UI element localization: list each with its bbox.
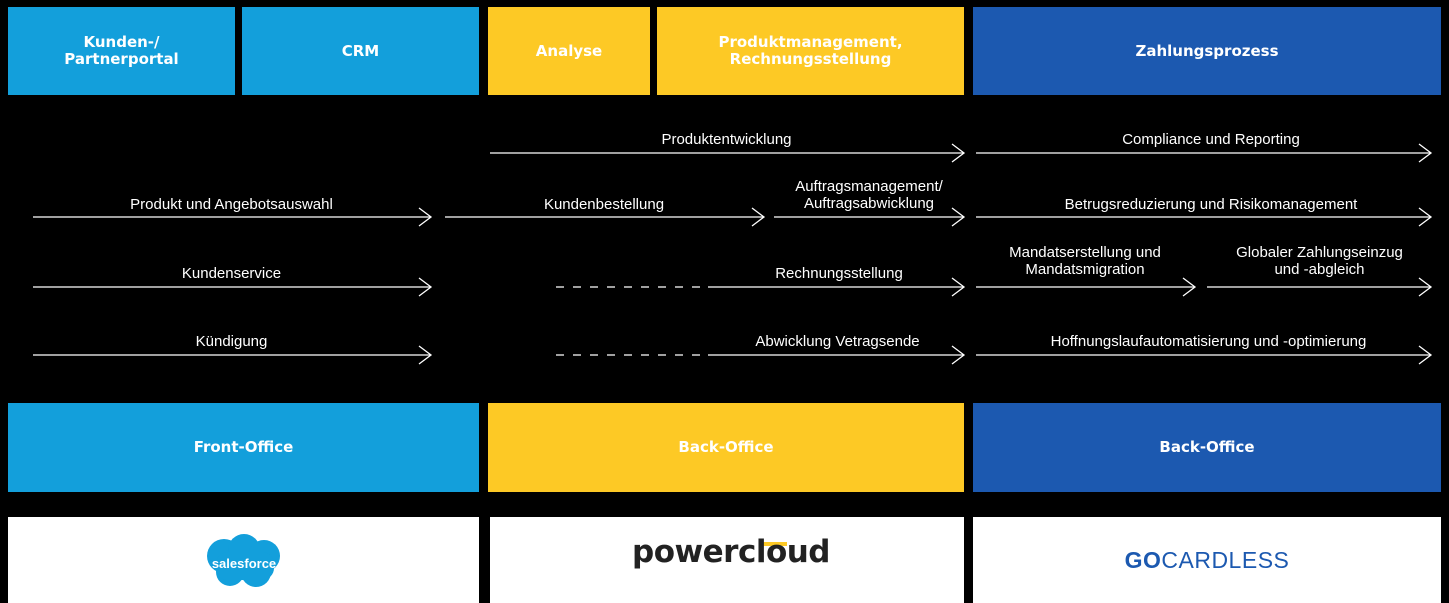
label-zahlungseinzug: Globaler Zahlungseinzug und -abgleich — [1236, 244, 1403, 278]
powercloud-logo-text: powercloud — [632, 534, 831, 570]
box-label: Zahlungsprozess — [1135, 41, 1279, 60]
box-analyse: Analyse — [488, 7, 650, 95]
box-label: CRM — [341, 41, 380, 60]
box-crm: CRM — [242, 7, 479, 95]
label-hoffnungslauf: Hoffnungslaufautomatisierung und -optimi… — [1050, 333, 1367, 350]
box-label: Kunden-/ Partnerportal — [64, 33, 179, 68]
logo-box-salesforce: salesforce — [8, 517, 479, 603]
label-produktentwicklung: Produktentwicklung — [661, 131, 792, 148]
arrow-kuendigung — [33, 345, 433, 365]
box-kunden-partnerportal: Kunden-/ Partnerportal — [8, 7, 235, 95]
gocardless-logo-go: GO — [1124, 546, 1162, 573]
box-label: Analyse — [535, 41, 603, 60]
salesforce-logo: salesforce — [206, 534, 280, 587]
label-vertragsende: Abwicklung Vetragsende — [755, 333, 920, 350]
arrow-rechnungsstellung — [556, 277, 966, 297]
arrow-betrug — [976, 207, 1433, 227]
box-label: Front-Office — [193, 438, 294, 456]
label-rechnungsstellung: Rechnungsstellung — [775, 265, 903, 282]
logo-box-gocardless: GOCARDLESS — [973, 517, 1441, 603]
powercloud-accent-bar — [761, 542, 787, 546]
label-mandat: Mandatserstellung und Mandatsmigration — [1009, 244, 1161, 278]
label-kuendigung: Kündigung — [195, 333, 268, 350]
label-produktauswahl: Produkt und Angebotsauswahl — [130, 196, 333, 213]
label-auftragsmanagement: Auftragsmanagement/ Auftragsabwicklung — [795, 178, 943, 212]
box-front-office: Front-Office — [8, 403, 479, 492]
label-kundenbestellung: Kundenbestellung — [543, 196, 665, 213]
salesforce-logo-text: salesforce — [211, 556, 275, 571]
gocardless-logo: GOCARDLESS — [1125, 548, 1290, 571]
arrow-kundenservice — [33, 277, 433, 297]
arrow-mandat — [976, 277, 1197, 297]
arrow-auftragsmanagement — [774, 207, 966, 227]
box-label: Produktmanagement, Rechnungsstellung — [718, 33, 903, 68]
box-back-office-blue: Back-Office — [973, 403, 1441, 492]
arrow-compliance — [976, 143, 1433, 163]
box-label: Back-Office — [678, 438, 774, 456]
label-compliance: Compliance und Reporting — [1122, 131, 1300, 148]
box-produktmanagement: Produktmanagement, Rechnungsstellung — [657, 7, 964, 95]
box-label: Back-Office — [1159, 438, 1255, 456]
arrow-hoffnungslauf — [976, 345, 1433, 365]
powercloud-logo: powercloud — [632, 536, 831, 584]
label-betrug: Betrugsreduzierung und Risikomanagement — [1064, 196, 1358, 213]
logo-box-powercloud: powercloud — [490, 517, 964, 603]
box-zahlungsprozess: Zahlungsprozess — [973, 7, 1441, 95]
gocardless-logo-rest: CARDLESS — [1161, 546, 1290, 573]
arrow-produktauswahl — [33, 207, 433, 227]
arrow-kundenbestellung — [445, 207, 766, 227]
label-kundenservice: Kundenservice — [181, 265, 282, 282]
box-back-office-yellow: Back-Office — [488, 403, 964, 492]
arrow-zahlungseinzug — [1207, 277, 1433, 297]
arrow-vertragsende — [556, 345, 966, 365]
arrow-produktentwicklung — [490, 143, 966, 163]
